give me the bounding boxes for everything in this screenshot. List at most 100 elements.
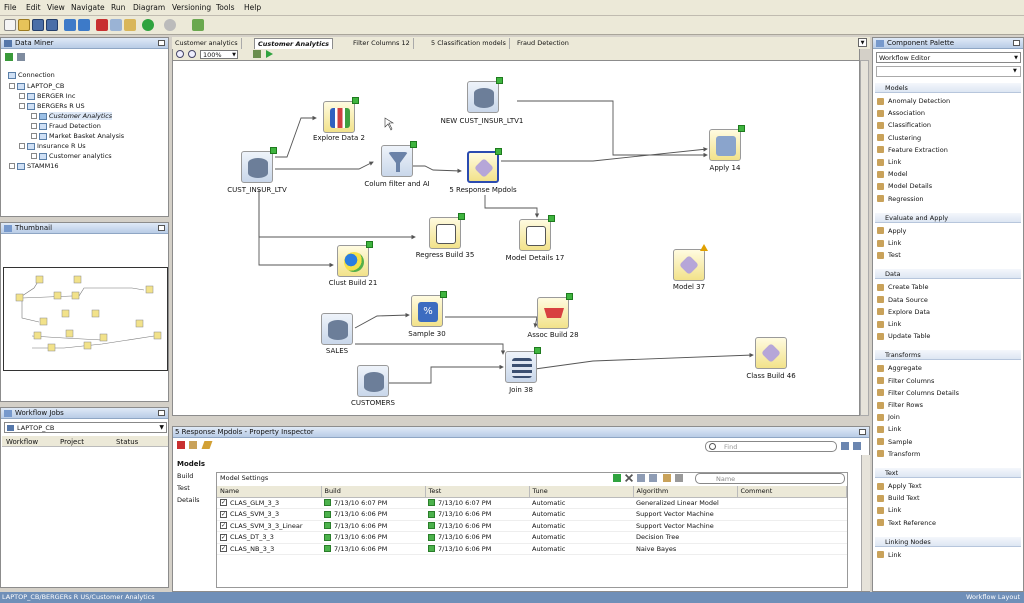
node-sample[interactable]: % [411,291,447,327]
node-regress-build[interactable] [429,213,465,249]
node-join[interactable] [505,347,541,383]
open-folder-icon[interactable] [18,19,30,31]
palette-item[interactable]: Aggregate [877,364,922,372]
tree-customer-analytics[interactable]: Customer Analytics [31,112,113,120]
col-name[interactable]: Name [217,486,322,498]
connection-select[interactable]: LAPTOP_CB ▼ [4,422,167,433]
node-explore-data[interactable] [323,97,359,133]
tree-berger-inc[interactable]: BERGER Inc [19,92,75,100]
checkbox-checked[interactable]: ✓ [220,533,227,541]
copy-model-icon[interactable] [649,474,657,482]
tab-customer-analytics[interactable]: Customer analytics [172,38,242,49]
palette-item[interactable]: Link [877,239,901,247]
col-project[interactable]: Project [60,438,84,446]
palette-item[interactable]: Link [877,506,901,514]
menu-tools[interactable]: Tools [216,3,235,12]
workflow-canvas[interactable]: Explore Data 2 NEW CUST_INSUR_LTV1 CUST_… [172,60,860,416]
palette-item[interactable]: Transform [877,450,920,458]
menu-diagram[interactable]: Diagram [133,3,166,12]
validate-icon[interactable] [253,50,261,58]
palette-item[interactable]: Feature Extraction [877,146,948,154]
table-row[interactable]: ✓CLAS_NB_3_3 7/13/10 6:06 PM 7/13/10 6:0… [217,543,847,555]
save-all-icon[interactable] [46,19,58,31]
palette-group-header[interactable]: Linking Nodes [875,536,1021,547]
expand-icon[interactable] [31,153,37,159]
palette-group-header[interactable]: Models [875,83,1021,93]
table-row[interactable]: ✓CLAS_SVM_3_3_Linear 7/13/10 6:06 PM 7/1… [217,520,847,532]
palette-item[interactable]: Filter Columns [877,377,934,385]
comment-cell[interactable] [737,520,847,532]
minimize-icon[interactable] [158,225,165,231]
palette-item[interactable]: Text Reference [877,519,936,527]
comment-cell[interactable] [737,543,847,555]
debug-icon[interactable] [192,19,204,31]
pin-icon[interactable] [177,441,185,449]
menu-run[interactable]: Run [111,3,126,12]
table-row[interactable]: ✓CLAS_SVM_3_3 7/13/10 6:06 PM 7/13/10 6:… [217,508,847,521]
palette-item[interactable]: Link [877,425,901,433]
find-field[interactable]: Find [705,441,837,452]
edit-pencil-icon[interactable] [201,441,213,449]
col-workflow[interactable]: Workflow [6,438,39,446]
col-test[interactable]: Test [425,486,530,498]
zoom-select[interactable]: 100%▼ [200,50,238,59]
section-details[interactable]: Details [177,496,200,504]
tree-bergers-r-us[interactable]: BERGERs R US [19,102,85,110]
minimize-icon[interactable] [1013,40,1020,46]
table-row[interactable]: ✓CLAS_DT_3_3 7/13/10 6:06 PM 7/13/10 6:0… [217,531,847,544]
palette-item[interactable]: Data Source [877,296,928,304]
freeze-icon[interactable] [189,441,197,449]
tree-fraud-detection[interactable]: Fraud Detection [31,122,101,130]
node-clust-build[interactable] [337,241,373,277]
palette-search-field[interactable] [876,66,1021,77]
expand-icon[interactable] [31,123,37,129]
palette-item[interactable]: Create Table [877,283,928,291]
palette-group-header[interactable]: Data [875,269,1021,280]
comment-cell[interactable] [737,508,847,521]
comment-cell[interactable] [737,497,847,509]
palette-item[interactable]: Regression [877,195,924,203]
col-comment[interactable]: Comment [737,486,847,498]
palette-item[interactable]: Model [877,170,908,178]
minimize-icon[interactable] [158,40,165,46]
collapse-icon[interactable] [19,103,25,109]
edit-model-icon[interactable] [637,474,645,482]
col-build[interactable]: Build [321,486,426,498]
node-assoc-build[interactable] [537,293,573,329]
checkbox-checked[interactable]: ✓ [220,510,227,518]
minimize-icon[interactable] [158,410,165,416]
palette-item[interactable]: Link [877,320,901,328]
node-new-cust-insur[interactable] [467,77,503,113]
palette-item[interactable]: Apply Text [877,482,922,490]
node-class-build[interactable] [755,337,787,369]
palette-item[interactable]: Classification [877,121,931,129]
palette-item[interactable]: Sample [877,438,912,446]
node-customers[interactable] [357,365,389,397]
redo-icon[interactable] [78,19,90,31]
menu-versioning[interactable]: Versioning [172,3,212,12]
menu-help[interactable]: Help [244,3,262,12]
copy-icon[interactable] [110,19,122,31]
run-workflow-icon[interactable] [266,50,273,58]
expand-icon[interactable] [31,113,37,119]
save-icon[interactable] [32,19,44,31]
settings-icon[interactable] [675,474,683,482]
expand-icon[interactable] [31,133,37,139]
palette-item[interactable]: Link [877,158,901,166]
node-model-37[interactable] [673,244,708,281]
cut-icon[interactable] [96,19,108,31]
col-status[interactable]: Status [116,438,139,446]
palette-item[interactable]: Model Details [877,182,932,190]
node-sales[interactable] [321,313,353,345]
menu-edit[interactable]: Edit [26,3,41,12]
palette-item[interactable]: Test [877,251,901,259]
node-response-models[interactable] [467,148,502,183]
palette-group-header[interactable]: Text [875,468,1021,478]
comment-cell[interactable] [737,531,847,544]
add-model-icon[interactable] [613,474,621,482]
palette-item[interactable]: Link [877,551,901,559]
expand-icon[interactable] [19,93,25,99]
col-algorithm[interactable]: Algorithm [633,486,738,498]
tab-filter-columns[interactable]: Filter Columns 12 [350,38,414,49]
checkbox-checked[interactable]: ✓ [220,522,227,530]
